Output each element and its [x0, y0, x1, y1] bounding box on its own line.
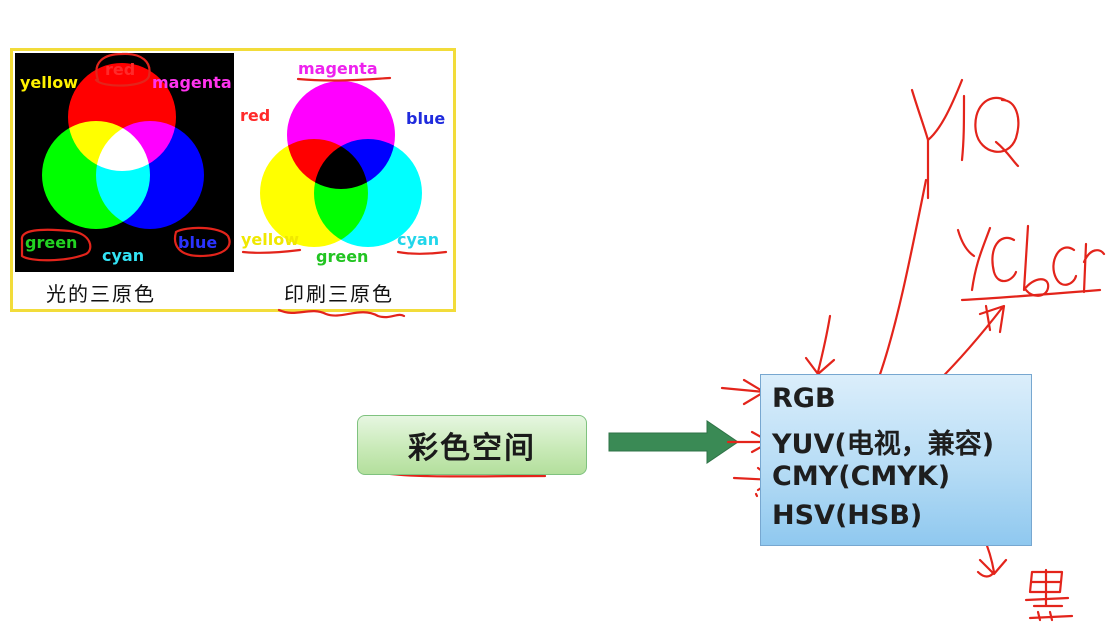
ink-letter-Y — [910, 78, 964, 200]
print-label-green: green — [316, 247, 369, 266]
space-item-cmy: CMY(CMYK) — [772, 461, 951, 492]
arrow-to-spaces — [608, 420, 739, 464]
ink-underline-magenta — [296, 76, 392, 82]
ink-letter-Q — [974, 96, 1020, 168]
space-item-yuv: YUV(电视，兼容) — [772, 429, 995, 460]
space-item-hsv: HSV(HSB) — [772, 500, 923, 531]
light-primaries-caption: 光的三原色 — [46, 282, 156, 306]
ink-circle-blue — [173, 226, 231, 258]
ink-underline-cyan — [396, 250, 448, 255]
print-label-red: red — [240, 106, 271, 125]
color-spaces-list-box — [760, 374, 1032, 546]
ink-tick-under-YCbCr — [984, 304, 992, 332]
ink-YCbCr — [956, 224, 1106, 297]
ink-underline-caption — [277, 308, 406, 319]
print-label-blue: blue — [406, 109, 446, 128]
ink-circle-red — [94, 52, 151, 87]
print-subtractive-venn — [260, 81, 422, 247]
light-blue-circle — [96, 121, 204, 229]
color-space-button[interactable]: 彩色空间 — [357, 415, 587, 475]
ink-char-mo — [1024, 568, 1074, 622]
print-cyan-circle — [314, 139, 422, 247]
light-label-blue: blue — [178, 233, 218, 252]
print-primaries-caption: 印刷三原色 — [284, 282, 394, 306]
ink-arrow-RGB — [720, 378, 766, 406]
print-label-cyan: cyan — [397, 230, 440, 249]
print-label-yellow: yellow — [241, 230, 300, 249]
space-item-rgb: RGB — [772, 383, 836, 414]
light-label-green: green — [25, 233, 78, 252]
light-additive-venn — [42, 63, 204, 229]
light-label-red: red — [105, 60, 136, 79]
light-label-magenta: magenta — [152, 73, 232, 92]
ink-underline-yellow — [241, 248, 302, 254]
print-label-magenta: magenta — [298, 59, 378, 78]
ink-letter-I — [960, 94, 966, 162]
light-label-cyan: cyan — [102, 246, 145, 265]
ink-circle-green — [20, 228, 92, 262]
ink-arrow-into-RGB — [804, 314, 836, 376]
ink-dot — [754, 492, 759, 498]
light-label-yellow: yellow — [20, 73, 79, 92]
ink-underline-YCbCr — [960, 288, 1102, 302]
